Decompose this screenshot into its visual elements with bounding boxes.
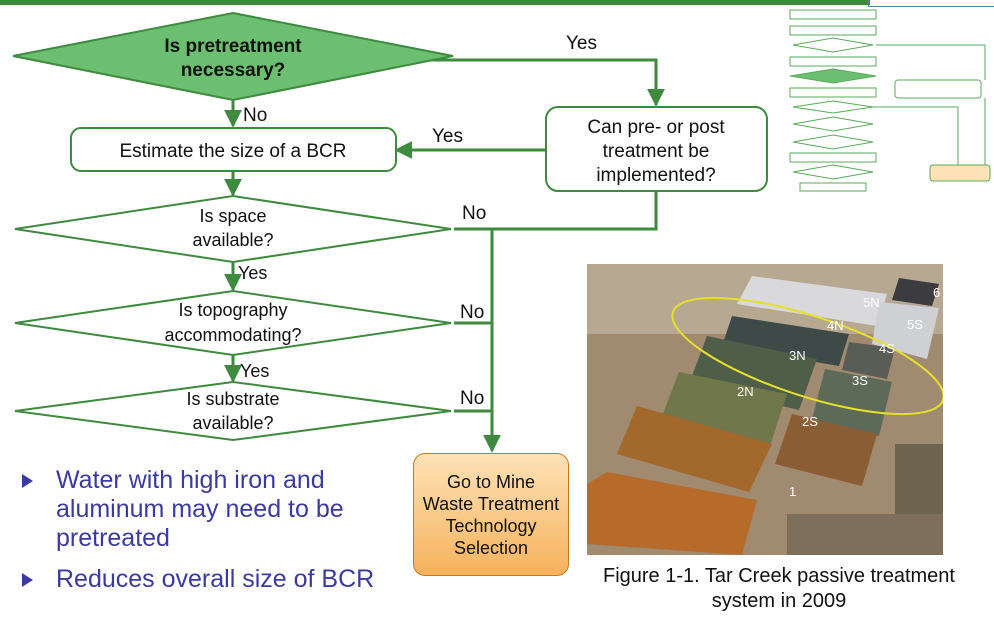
decision-substrate-line2: available? <box>192 413 273 433</box>
label-no-topography: No <box>460 302 484 323</box>
cell-6 <box>892 278 939 306</box>
cell-1-upper <box>617 406 772 492</box>
cell-label: 3S <box>852 373 868 388</box>
bullet-text: Water with high iron and aluminum may ne… <box>56 466 344 552</box>
thumbnail-flowchart <box>789 9 991 192</box>
decision-topography-line1: Is topography <box>178 300 287 320</box>
label-no-pretreat: No <box>243 105 267 126</box>
label-yes-pretreat: Yes <box>566 33 597 54</box>
label-yes-space: Yes <box>238 263 267 283</box>
cell-1 <box>587 472 757 555</box>
decision-pre-post-line1: Can pre- or post <box>587 117 725 138</box>
thumbnail-node <box>792 164 874 180</box>
process-estimate-box <box>70 127 397 172</box>
decision-pre-post-box <box>545 106 768 192</box>
decision-substrate-line1: Is substrate <box>186 389 279 409</box>
decision-topography-diamond <box>14 289 452 357</box>
bullet-item: Reduces overall size of BCR <box>22 565 422 594</box>
cell-label: 2N <box>737 384 754 399</box>
decision-space-line1: Is space <box>199 206 266 226</box>
thumbnail-node <box>789 68 877 84</box>
thumbnail-node <box>792 116 874 132</box>
cell-label: 4N <box>827 318 844 333</box>
cell-5n <box>737 276 887 326</box>
decision-pre-post-line2: treatment be <box>603 141 710 162</box>
cell-label: 5N <box>863 295 880 310</box>
label-no-pre-post: No <box>462 203 486 224</box>
decision-pretreatment-line2: necessary? <box>181 60 286 81</box>
label-yes-topography: Yes <box>240 361 269 381</box>
thumbnail-node <box>792 134 874 150</box>
decision-topography-line2: accommodating? <box>164 325 301 345</box>
decision-space-diamond <box>14 194 452 264</box>
cell-4n <box>722 316 849 366</box>
bullet-list: Water with high iron and aluminum may ne… <box>22 466 422 606</box>
header-rule <box>0 0 870 5</box>
go-to-selection-text: Go to Mine Waste Treatment Technology Se… <box>422 471 560 558</box>
figure-caption: Figure 1-1. Tar Creek passive treatment … <box>602 565 955 612</box>
decision-pretreatment-diamond <box>12 11 454 102</box>
thumbnail-node <box>789 56 877 67</box>
bullet-item: Water with high iron and aluminum may ne… <box>22 466 422 553</box>
cell-3s <box>812 369 892 436</box>
thumbnail-edge <box>876 44 986 80</box>
decision-pre-post-line3: implemented? <box>596 165 715 186</box>
highlight-ellipse <box>671 296 943 416</box>
decision-substrate-diamond <box>14 380 452 442</box>
connector-no-pre-post <box>454 191 658 231</box>
label-yes-to-estimate: Yes <box>432 126 463 147</box>
aerial-photo: 5N 6 4N 5S 4S 3N 3S 2N 2S 1 <box>587 264 943 555</box>
cell-5s <box>872 302 939 359</box>
thumbnail-node <box>792 37 874 53</box>
go-to-selection-box: Go to Mine Waste Treatment Technology Se… <box>413 453 569 576</box>
cell-label: 5S <box>907 317 923 332</box>
thumbnail-node <box>789 25 877 36</box>
bullet-triangle-icon <box>22 573 33 587</box>
thumbnail-node <box>792 100 874 114</box>
bullet-triangle-icon <box>22 474 33 488</box>
cell-label: 4S <box>879 341 895 356</box>
decision-space-line2: available? <box>192 230 273 250</box>
thumbnail-node <box>929 164 991 182</box>
process-estimate-text: Estimate the size of a BCR <box>119 141 346 162</box>
thumbnail-node <box>894 79 982 99</box>
thumbnail-edge <box>873 106 959 165</box>
label-no-substrate: No <box>460 388 484 409</box>
cell-label: 6 <box>933 285 940 300</box>
connector-yes-pretreat <box>418 58 665 107</box>
thumbnail-node <box>789 9 877 20</box>
cell-label: 1 <box>789 484 796 499</box>
cell-2s <box>775 414 877 486</box>
thumbnail-node <box>799 182 867 192</box>
cell-label: 2S <box>802 414 818 429</box>
aerial-photo-drawing: 5N 6 4N 5S 4S 3N 3S 2N 2S 1 <box>587 264 943 555</box>
cell-4s <box>842 342 895 379</box>
bullet-text: Reduces overall size of BCR <box>56 565 375 593</box>
header-box-corner <box>868 0 994 7</box>
thumbnail-node <box>789 152 877 163</box>
cell-label: 3N <box>789 348 806 363</box>
thumbnail-node <box>789 87 877 98</box>
decision-pretreatment-line1: Is pretreatment <box>164 36 302 57</box>
